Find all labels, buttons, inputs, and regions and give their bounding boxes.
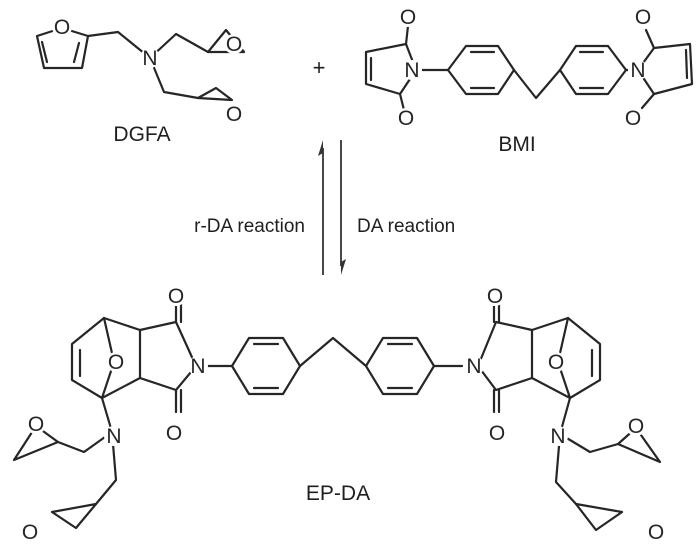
dgfa-epoxide-oxygen-upper: O: [226, 33, 242, 56]
bmi-imide-nitrogen-right: N: [630, 59, 645, 82]
bmi-carbonyl-oxygen-1: O: [400, 6, 416, 29]
bmi-maleimide-right: [636, 28, 694, 110]
epda-methylene-bridge: [298, 336, 368, 368]
dgfa-compound-label: DGFA: [113, 123, 170, 146]
epda-bridge-oxygen-left: O: [108, 351, 124, 374]
atom-labels: O N O O O N O O N O O O N O N O O: [20, 6, 666, 544]
epda-carbonyl-oxygen-4: O: [489, 422, 505, 445]
bmi-maleimide-left: [364, 24, 418, 112]
bmi-carbonyl-oxygen-3: O: [635, 6, 651, 29]
epda-phenyl-left: [230, 336, 302, 396]
dgfa-glycidyl-lower: [148, 56, 200, 100]
dgfa-furan-oxygen: O: [54, 16, 70, 39]
epda-epoxide-oxygen-4: O: [648, 521, 664, 544]
epda-compound-label: EP-DA: [306, 482, 370, 505]
bmi-compound-label: BMI: [498, 133, 535, 156]
epda-bridge-oxygen-right: O: [548, 351, 564, 374]
bmi-methylene-bridge: [512, 68, 562, 100]
dgfa-amine-nitrogen: N: [142, 47, 157, 70]
epda-carbonyl-oxygen-3: O: [487, 285, 503, 308]
epda-amine-nitrogen-right: N: [550, 425, 565, 448]
epda-glycidylamine-right: [554, 396, 662, 532]
reverse-reaction-label: r-DA reaction: [194, 216, 305, 237]
epda-phenyl-right: [364, 336, 436, 396]
forward-reaction-label: DA reaction: [357, 216, 455, 237]
bmi-phenyl-left: [446, 44, 516, 96]
epda-succinimide-left: [138, 298, 198, 414]
epda-amine-nitrogen-left: N: [106, 425, 121, 448]
bmi-phenyl-right: [558, 44, 628, 96]
dgfa-methylene-bond: [86, 30, 152, 60]
epda-epoxide-oxygen-1: O: [28, 413, 44, 436]
epda-carbonyl-oxygen-1: O: [168, 285, 184, 308]
epda-oxanorbornene-left: [70, 316, 142, 400]
epda-succinimide-right: [476, 298, 534, 414]
epda-carbonyl-oxygen-2: O: [166, 422, 182, 445]
epda-glycidylamine-left: [12, 396, 118, 530]
epda-imide-nitrogen-left: N: [190, 355, 205, 378]
reverse-arrow-head: [318, 140, 323, 156]
dgfa-epoxide-oxygen-lower: O: [226, 103, 242, 126]
bmi-carbonyl-oxygen-2: O: [398, 107, 414, 130]
equilibrium-arrows: [318, 140, 346, 275]
dgfa-glycidyl-upper: [148, 32, 210, 60]
bmi-carbonyl-oxygen-4: O: [625, 107, 641, 130]
epda-epoxide-oxygen-2: O: [22, 521, 38, 544]
dgfa-epoxide-lower: [196, 86, 234, 102]
forward-arrow-head: [341, 259, 346, 275]
bmi-imide-nitrogen-left: N: [404, 59, 419, 82]
epda-imide-nitrogen-right: N: [466, 355, 481, 378]
bmi-structure: [364, 24, 694, 112]
reaction-plus-sign: +: [313, 55, 326, 80]
epda-oxanorbornene-right: [530, 316, 602, 400]
epda-epoxide-oxygen-3: O: [628, 415, 644, 438]
